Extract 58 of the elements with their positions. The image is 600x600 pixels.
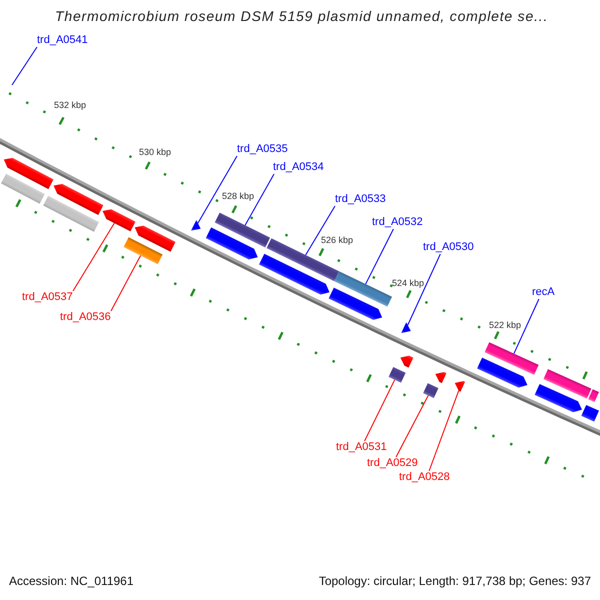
pointed-gene-block [54, 184, 104, 215]
gene-block [266, 238, 340, 282]
gene-block [543, 369, 592, 399]
gene-label: trd_A0537 [22, 291, 73, 304]
pointed-gene-block [400, 356, 414, 368]
leader-line [364, 379, 396, 442]
gene-label: trd_A0534 [273, 161, 324, 174]
gene-block [588, 389, 599, 402]
leader-line [72, 222, 115, 292]
gene-block [214, 212, 270, 248]
pointed-gene-block [102, 209, 136, 232]
leader-line [407, 254, 441, 326]
leader-line [365, 228, 394, 285]
leader-line [396, 395, 429, 458]
scale-label: 532 kbp [54, 100, 86, 110]
gene-block [1, 174, 45, 204]
gene-triangle [191, 220, 201, 231]
pointed-gene-block [206, 227, 258, 260]
footer-text: Accession: NC_011961 [9, 574, 134, 588]
gene-label: trd_A0536 [60, 311, 111, 324]
gene-label: trd_A0531 [336, 441, 387, 454]
gene-label: trd_A0541 [37, 34, 88, 47]
scale-label: 524 kbp [392, 278, 424, 288]
gene-label: trd_A0529 [367, 457, 418, 470]
leader-line [12, 46, 38, 86]
scale-label: 528 kbp [222, 191, 254, 201]
gene-block [43, 196, 100, 232]
leader-line [244, 174, 275, 226]
footer-text: Topology: circular; Length: 917,738 bp; Genes: 937 [318, 574, 591, 588]
pointed-gene-block [534, 384, 582, 412]
pointed-gene-block [477, 358, 528, 388]
gene-label: trd_A0532 [372, 216, 423, 229]
gene-label: trd_A0528 [399, 471, 450, 484]
pointed-gene-block [328, 288, 382, 320]
gene-label: recA [532, 286, 555, 299]
leader-line [428, 390, 460, 472]
pointed-gene-block [259, 254, 330, 295]
gene-triangle [401, 322, 411, 334]
pointed-gene-block [454, 381, 466, 392]
title: Thermomicrobium roseum DSM 5159 plasmid unnamed, complete se... [55, 8, 548, 25]
gene-block [484, 342, 539, 375]
leader-line [197, 156, 238, 224]
scale-label: 526 kbp [321, 235, 354, 245]
pointed-gene-block [134, 226, 176, 252]
scale-label: 522 kbp [489, 320, 522, 330]
scale-label: 530 kbp [139, 147, 172, 157]
gene-block [581, 404, 599, 422]
gene-block [388, 366, 406, 383]
gene-label: trd_A0533 [335, 193, 386, 206]
gene-label: trd_A0530 [423, 241, 474, 254]
leader-line [513, 298, 540, 354]
gene-block [124, 237, 163, 264]
leader-line [110, 255, 142, 312]
gene-label: trd_A0535 [237, 143, 288, 156]
pointed-gene-block [435, 372, 446, 384]
gene-block [334, 271, 392, 307]
pointed-gene-block [4, 158, 54, 190]
gene-block [423, 383, 438, 398]
